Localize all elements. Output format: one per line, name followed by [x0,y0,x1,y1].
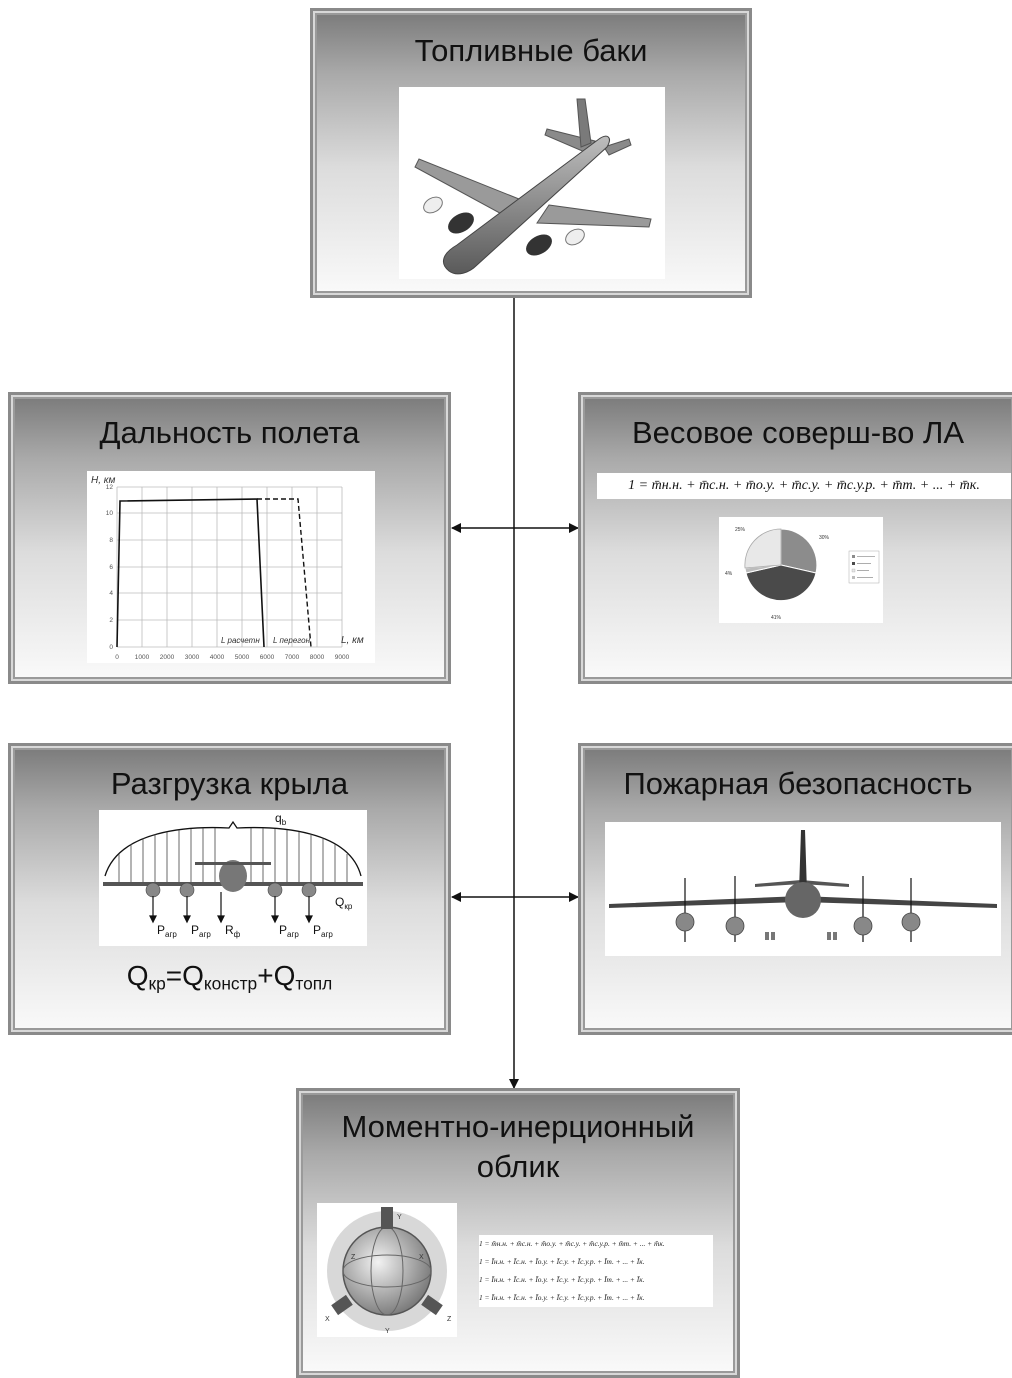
flight-range-title: Дальность полета [99,415,360,450]
pie-label: 25% [735,527,746,533]
altitude-range-chart: H, км L, км L расчетн L перегон 0 1000 2… [87,471,375,663]
q-kr-label: Qкр [335,895,353,911]
moment-inertia-box: Моментно-инерционный облик Y X Z Z X Y [296,1088,740,1378]
pie-label: 4% [725,571,733,577]
y-tick: 4 [109,590,113,597]
p-agr-label: Pагр [313,923,333,939]
inertia-formulas: 1 = m̄н.н. + m̄с.н. + m̄о.у. + m̄с.у. + … [479,1235,713,1307]
airliner-image [399,87,665,279]
p-agr-label: Pагр [191,923,211,939]
weight-box: Весовое соверш-во ЛА 1 = m̄н.н. + m̄с.н.… [578,392,1012,684]
axis-label: Y [397,1214,402,1221]
weight-pie-chart: 25% 30% 4% 41% [719,517,883,623]
y-tick: 12 [106,484,114,491]
axis-label: Y [385,1328,390,1335]
moment-inertia-title-line2: облик [476,1149,560,1184]
x-tick: 3000 [185,654,200,661]
fuel-tanks-box: Топливные баки [310,8,752,298]
axis-label: Z [447,1316,452,1323]
x-tick: 0 [115,654,119,661]
x-tick: 8000 [310,654,325,661]
x-tick: 1000 [135,654,150,661]
moment-inertia-title-line1: Моментно-инерционный [341,1109,695,1144]
y-tick: 6 [109,564,113,571]
x-axis-label: L, км [341,635,364,646]
weight-title: Весовое соверш-во ЛА [631,415,965,450]
pie-label: 41% [771,615,782,621]
axis-label: Z [351,1254,356,1261]
p-agr-label: Pагр [279,923,299,939]
wing-unloading-box: Разгрузка крыла [8,743,451,1035]
y-tick: 2 [109,617,113,624]
wing-load-formula: Qкр=Qконстр+Qтопл [126,960,333,994]
x-tick: 2000 [160,654,175,661]
inertia-formula-row: 1 = Īн.н. + Īс.н. + Īо.у. + Īс.у. + Īс.у… [479,1275,645,1284]
y-tick: 8 [109,537,113,544]
inertia-formula-row: 1 = m̄н.н. + m̄с.н. + m̄о.у. + m̄с.у. + … [479,1239,665,1248]
l-calc-label: L расчетн [221,636,260,645]
p-agr-label: Pагр [157,923,177,939]
x-tick: 5000 [235,654,250,661]
r-f-label: Rф [225,923,241,939]
inertia-formula-row: 1 = Īн.н. + Īс.н. + Īо.у. + Īс.у. + Īс.у… [479,1293,645,1302]
pie-label: 30% [819,535,830,541]
x-tick: 6000 [260,654,275,661]
pie-legend [848,550,880,584]
gyroscope-image: Y X Z Z X Y [317,1203,457,1337]
y-tick: 0 [109,644,113,651]
y-axis-label: H, км [91,475,116,486]
x-tick: 9000 [335,654,350,661]
axis-label: X [325,1316,330,1323]
x-tick: 4000 [210,654,225,661]
wing-unloading-title: Разгрузка крыла [110,766,349,801]
x-tick: 7000 [285,654,300,661]
flight-range-box: Дальность полета H, км L, км L расчетн L… [8,392,451,684]
aircraft-front-view [605,822,1001,956]
l-ferry-label: L перегон [273,636,311,645]
weight-formula: 1 = m̄н.н. + m̄с.н. + m̄о.у. + m̄с.у. + … [597,473,1011,499]
wing-load-diagram: qb Qкр Pагр Pагр Rф Pагр Pагр [99,810,367,946]
inertia-formula-row: 1 = Īн.н. + Īс.н. + Īо.у. + Īс.у. + Īс.у… [479,1257,645,1266]
fuel-tanks-title: Топливные баки [414,33,648,68]
q-b-label: qb [275,811,287,827]
fire-safety-title: Пожарная безопасность [623,766,973,801]
y-tick: 10 [106,510,114,517]
axis-label: X [419,1254,424,1261]
fire-safety-box: Пожарная безопасность [578,743,1012,1035]
